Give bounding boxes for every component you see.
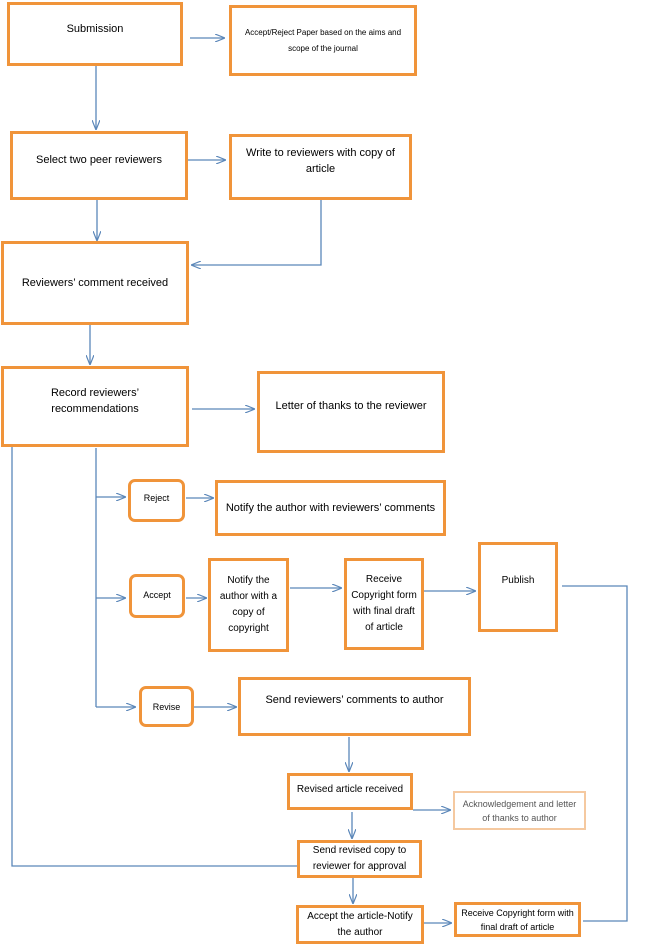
- submission-box: Submission: [7, 2, 183, 66]
- line-publish-to-receive-final: [562, 585, 628, 922]
- select-reviewers-label: Select two peer reviewers: [36, 154, 162, 166]
- revised-received-box: Revised article received: [287, 773, 413, 810]
- accept-label: Accept: [143, 590, 171, 600]
- notify-copyright-box: Notify the author with a copy of copyrig…: [208, 558, 289, 652]
- publish-box: Publish: [478, 542, 558, 632]
- comment-received-label: Reviewers’ comment received: [21, 277, 169, 289]
- select-reviewers-box: Select two peer reviewers: [10, 131, 188, 200]
- notify-reject-label: Notify the author with reviewers’ commen…: [225, 502, 436, 514]
- revise-label: Revise: [152, 701, 181, 712]
- comment-received-box: Reviewers’ comment received: [1, 241, 189, 325]
- send-comments-label: Send reviewers’ comments to author: [265, 694, 444, 706]
- write-reviewers-label: Write to reviewers with copy of article: [246, 147, 395, 175]
- publish-label: Publish: [501, 575, 535, 586]
- receive-copyright-final-label: Receive Copyright form with final draft …: [461, 907, 574, 932]
- reject-label: Reject: [143, 493, 170, 503]
- receive-copyright-label: Receive Copyright form with final draft …: [351, 574, 417, 633]
- notify-copyright-label: Notify the author with a copy of copyrig…: [219, 575, 278, 634]
- write-reviewers-box: Write to reviewers with copy of article: [229, 134, 412, 200]
- record-recommendations-label: Record reviewers’ recommendations: [50, 387, 140, 415]
- send-revised-box: Send revised copy to reviewer for approv…: [297, 840, 422, 878]
- notify-reject-box: Notify the author with reviewers’ commen…: [215, 480, 446, 536]
- line-record-to-send-revised: [11, 447, 297, 867]
- accept-notify-box: Accept the article-Notify the author: [296, 905, 424, 944]
- submission-label: Submission: [66, 23, 124, 35]
- arrow-write-to-comment: [192, 200, 322, 265]
- accept-box: Accept: [129, 574, 185, 618]
- accept-reject-label: Accept/Reject Paper based on the aims an…: [244, 27, 402, 53]
- revised-received-label: Revised article received: [296, 784, 404, 795]
- record-recommendations-box: Record reviewers’ recommendations: [1, 366, 189, 447]
- reject-box: Reject: [128, 479, 185, 522]
- receive-copyright-box: Receive Copyright form with final draft …: [344, 558, 424, 650]
- accept-reject-box: Accept/Reject Paper based on the aims an…: [229, 5, 417, 76]
- letter-thanks-box: Letter of thanks to the reviewer: [257, 371, 445, 453]
- acknowledgement-label: Acknowledgement and letter of thanks to …: [462, 798, 577, 823]
- revise-box: Revise: [139, 686, 194, 727]
- receive-copyright-final-box: Receive Copyright form with final draft …: [454, 902, 581, 937]
- accept-notify-label: Accept the article-Notify the author: [307, 910, 413, 938]
- send-revised-label: Send revised copy to reviewer for approv…: [312, 845, 407, 872]
- send-comments-box: Send reviewers’ comments to author: [238, 677, 471, 736]
- acknowledgement-box: Acknowledgement and letter of thanks to …: [453, 791, 586, 830]
- letter-thanks-label: Letter of thanks to the reviewer: [275, 400, 427, 412]
